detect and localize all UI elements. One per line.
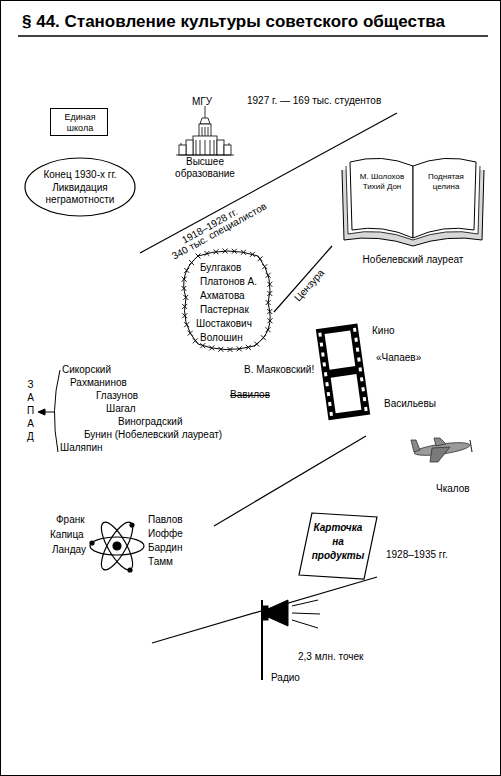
barb-mark [232, 249, 237, 254]
barb-mark [266, 273, 271, 278]
barb-mark [200, 343, 205, 348]
node-text: Карточка на продукты [310, 521, 366, 563]
barb-mark [266, 300, 271, 305]
ellipse-outline [25, 158, 135, 216]
barb-mark [213, 249, 218, 254]
title-rule [18, 35, 488, 37]
barb-mark [265, 327, 270, 332]
barb-mark [223, 249, 228, 254]
node-text: Ахматова [200, 290, 245, 302]
school-box: Единая школа [50, 108, 108, 136]
barb-mark [241, 250, 246, 255]
text-label: Тамм [148, 556, 173, 568]
text-label: 1928–1935 гг. [386, 549, 448, 561]
text-label: Вавилов [230, 389, 270, 401]
text-label: Бунин (Нобелевский лауреат) [84, 429, 222, 441]
ration-card: Карточка на продукты [298, 512, 378, 580]
text-label: Рахманинов [70, 377, 127, 389]
card-outline [299, 513, 377, 579]
barb-mark [189, 260, 194, 265]
divider-line [152, 577, 377, 643]
node-text: Конец 1930-х гг. [24, 169, 136, 181]
barb-mark [182, 313, 187, 318]
text-label: Шагал [106, 403, 136, 415]
text-label: «Чапаев» [376, 352, 421, 364]
node-text: Ликвидация неграмотности [34, 182, 126, 206]
text-label: Чкалов [436, 483, 470, 495]
barb-mark [196, 254, 201, 259]
text-label: Высшее образование [163, 156, 247, 180]
text-label: Франк [56, 514, 85, 526]
barb-mark [182, 277, 187, 282]
text-label: Виноградский [118, 416, 183, 428]
barb-mark [267, 318, 272, 323]
node-text: Пастернак [200, 304, 249, 316]
barb-mark [267, 282, 272, 287]
node-text: Поднятая целина [420, 172, 472, 191]
barb-mark [246, 345, 251, 350]
node-text: Единая школа [51, 112, 109, 134]
barb-mark [182, 304, 187, 309]
barb-mark [181, 286, 186, 291]
barb-mark [193, 338, 198, 343]
barb-mark [254, 342, 259, 347]
text-label: Сикорский [62, 364, 111, 376]
barb-mark [258, 256, 263, 261]
barb-mark [267, 309, 272, 314]
text-label: Капица [50, 529, 84, 541]
text-label: Глазунов [96, 390, 138, 402]
barb-mark [183, 295, 188, 300]
barb-mark [250, 252, 255, 257]
emigration-arrow [38, 370, 60, 452]
text-label: Бардин [148, 542, 182, 554]
page-title: § 44. Становление культуры советского об… [22, 12, 445, 32]
barb-mark [218, 347, 223, 352]
node-text: Платонов А. [200, 276, 257, 288]
barb-mark [204, 251, 209, 256]
text-label: Васильевы [384, 398, 436, 410]
text-label: Радио [271, 672, 300, 684]
text-label: Ландау [52, 544, 86, 556]
text-label: 1927 г. — 169 тыс. студентов [247, 95, 381, 107]
node-text: Булгаков [200, 262, 241, 274]
barb-mark [262, 264, 267, 269]
barb-mark [184, 322, 189, 327]
text-label: Павлов [148, 514, 183, 526]
barb-mark [237, 346, 242, 351]
barb-mark [267, 291, 272, 296]
barb-mark [209, 345, 214, 350]
text-label: Иоффе [148, 528, 183, 540]
divider-line [214, 436, 366, 526]
node-outline [338, 148, 488, 248]
node-text: Нобелевский лауреат [348, 254, 478, 266]
university-building [176, 106, 234, 155]
text-label: В. Маяковский! [244, 364, 314, 376]
literacy-ellipse: Конец 1930-х гг.Ликвидация неграмотности [24, 157, 136, 217]
barb-mark [184, 268, 189, 273]
barb-mark [261, 335, 266, 340]
node-text: Шостакович [196, 318, 252, 330]
book-page-left [350, 158, 413, 238]
text-label: Кино [372, 325, 395, 337]
book-shape: М. Шолохов Тихий ДонПоднятая целинаНобел… [338, 148, 488, 248]
node-text: М. Шолохов Тихий Дон [356, 172, 408, 191]
book-page-right [413, 158, 476, 238]
barbed-wire [184, 251, 270, 350]
radio-loudspeaker [262, 600, 320, 680]
text-label: МГУ [192, 96, 212, 108]
divider-line [274, 246, 332, 312]
barb-mark [188, 331, 193, 336]
film-strip [316, 323, 370, 420]
text-label: ЗАПАД [26, 378, 35, 443]
node-text: Волошин [200, 332, 243, 344]
atom-symbol [90, 518, 144, 574]
text-label: 2,3 млн. точек [298, 651, 363, 663]
airplane [411, 438, 472, 462]
text-label: Шаляпин [60, 442, 103, 454]
barbed-wire-enclosure: БулгаковПлатонов А. АхматоваПастернакШост… [178, 248, 276, 352]
barb-mark [228, 347, 233, 352]
